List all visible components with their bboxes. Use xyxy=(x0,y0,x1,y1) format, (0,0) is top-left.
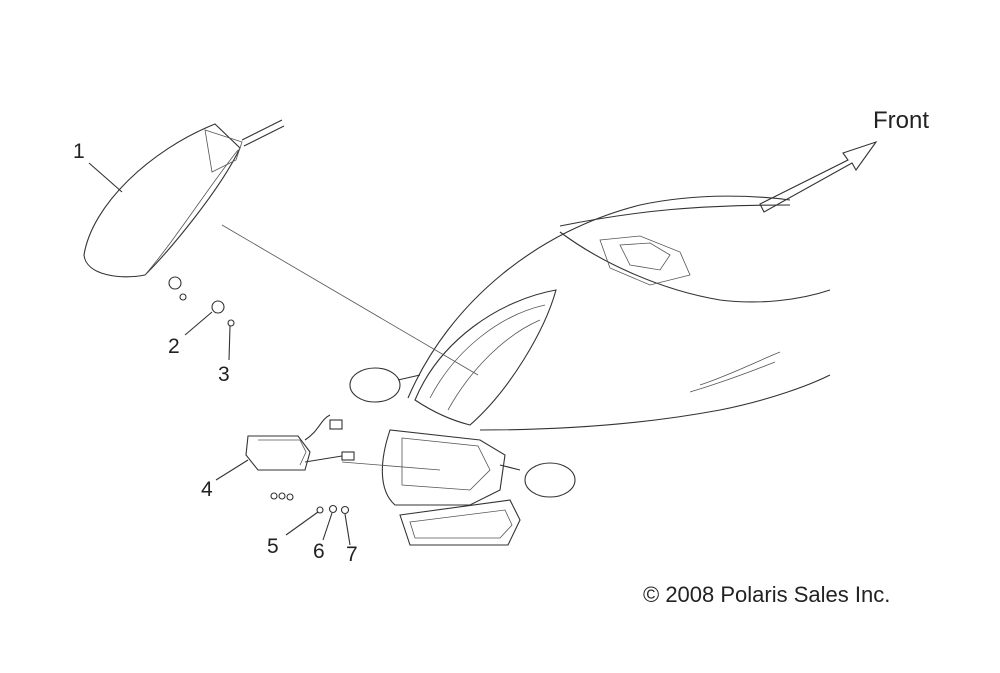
part-6-spacer xyxy=(328,504,338,514)
front-arrow-icon xyxy=(759,140,878,213)
leader-lines xyxy=(88,162,479,546)
part-2-grommets xyxy=(168,276,225,314)
callout-6: 6 xyxy=(313,540,325,563)
copyright-notice: © 2008 Polaris Sales Inc. xyxy=(643,582,890,607)
callout-1: 1 xyxy=(73,140,85,163)
vehicle-rear-body xyxy=(349,195,831,546)
part-5-washers xyxy=(270,492,324,514)
part-4-tail-lamp xyxy=(245,414,355,471)
callout-5: 5 xyxy=(267,535,279,558)
callout-7: 7 xyxy=(346,543,358,566)
callout-2: 2 xyxy=(168,335,180,358)
callout-4: 4 xyxy=(201,478,213,501)
part-1-lens-cover xyxy=(83,119,285,278)
front-label: Front xyxy=(873,107,929,134)
part-7-nut xyxy=(340,505,350,515)
part-3-nuts xyxy=(179,293,235,327)
callout-3: 3 xyxy=(218,363,230,386)
